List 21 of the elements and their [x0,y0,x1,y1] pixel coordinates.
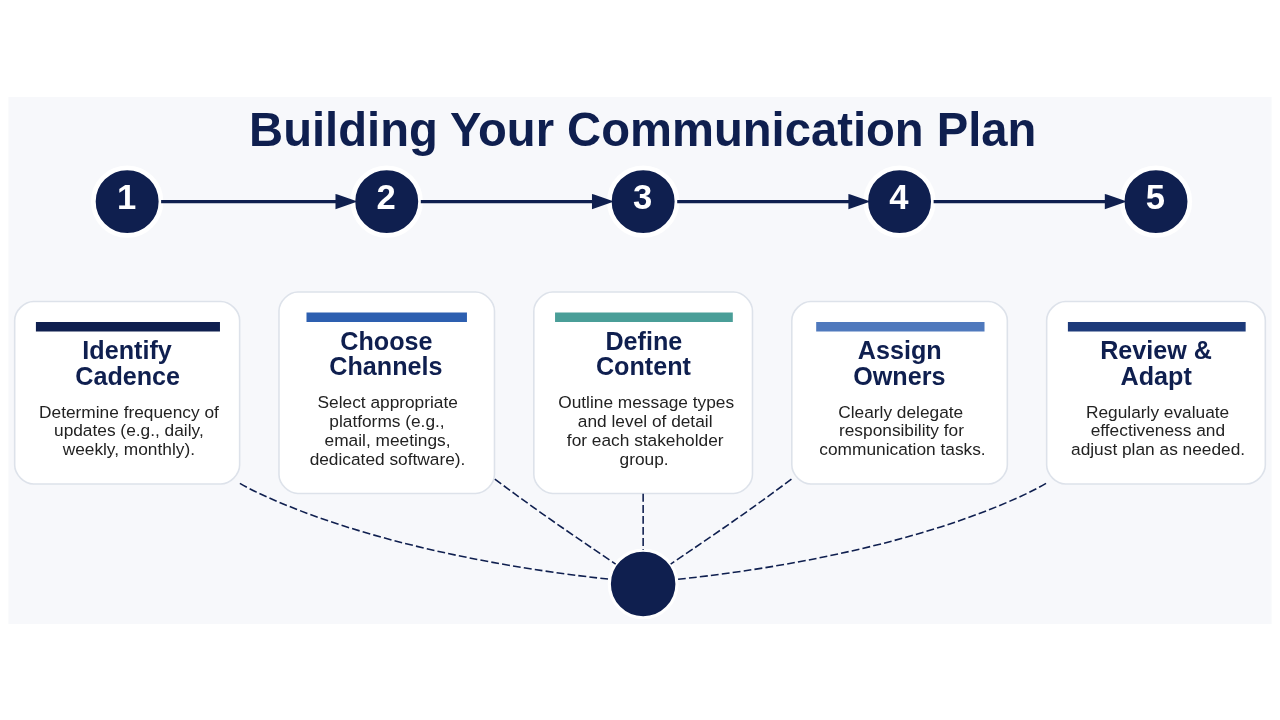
connector [676,482,1047,580]
arrow [677,193,871,209]
node-circle [607,548,679,619]
node-circle: 2 [350,164,423,238]
node-circle: 5 [1119,164,1193,238]
node-circle: 1 [91,164,164,238]
arrow [933,193,1127,209]
connector [494,477,617,565]
connector [669,477,793,565]
node-box: Identify Cadence Determine frequency of updates (e.g., daily, weekly, monthly). [13,300,241,485]
node-circle: 3 [606,164,680,238]
arrow [161,193,358,209]
diagram-title: Building Your Communication Plan [249,102,1037,156]
node-box: Define Content Outline message types and level of detail for each stakeholder group. [533,290,754,494]
connector [642,492,644,551]
node-box: Review & Adapt Regularly evaluate effectiveness and adjust plan as needed. [1045,300,1267,485]
node-circle: 4 [863,164,936,238]
connector [239,482,611,580]
arrow [420,193,615,209]
node-box: Assign Owners Clearly delegate responsibility for communication tasks. [791,300,1009,485]
node-box: Choose Channels Select appropriate platforms (e.g., email, meetings, dedicated software). [278,290,496,494]
